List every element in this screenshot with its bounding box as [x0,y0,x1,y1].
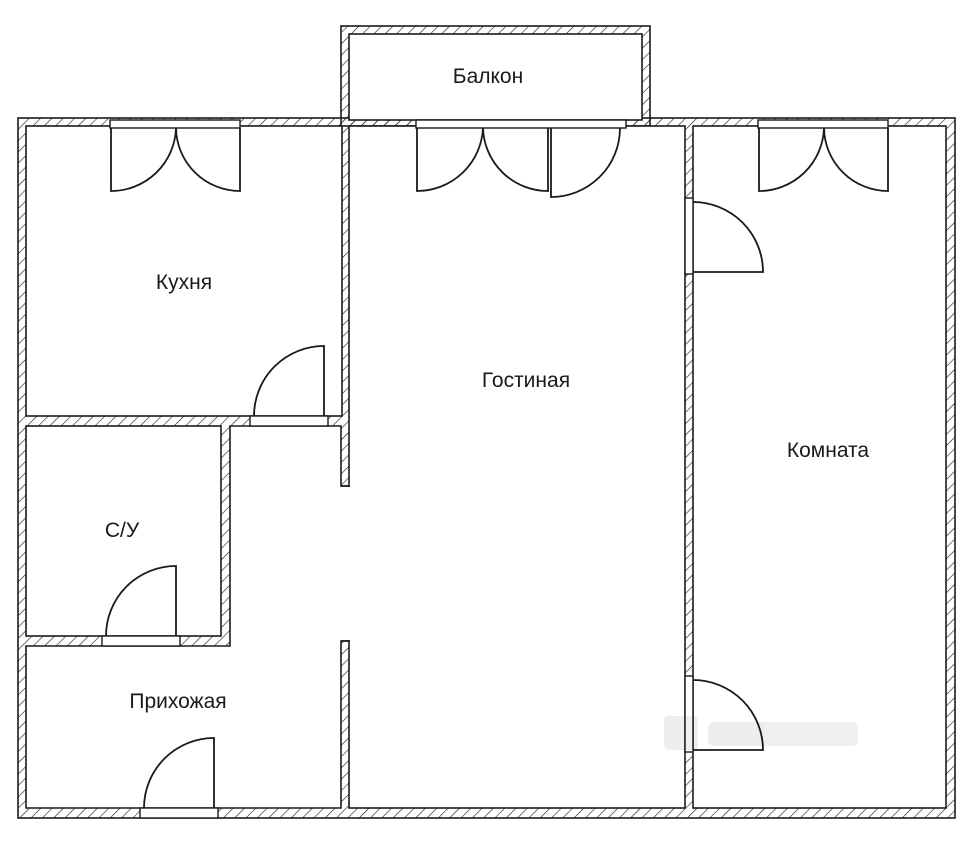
room-labels: Балкон Кухня Гостиная Комната С/У Прихож… [105,65,870,713]
balcony-door-leaf [550,127,621,198]
bathroom-label: С/У [105,519,140,542]
room-window-sash-left [758,127,825,192]
living-window [415,119,627,129]
room-door-upper [692,201,764,273]
balcony-label: Балкон [453,65,523,88]
room-interiors [25,33,947,809]
kitchen-label: Кухня [156,271,212,294]
room-label: Комната [787,439,870,462]
kitchen-area [25,125,343,417]
watermark-logo [664,716,858,750]
room-window-sash-right [823,127,889,192]
entrance-door [143,737,215,809]
bathroom-door [105,565,177,637]
hallway-label: Прихожая [129,690,226,713]
balcony-area [348,33,643,121]
room-window [757,119,889,129]
windows [109,119,889,129]
window-casements [110,127,889,198]
kitchen-window-sash-right [175,127,241,192]
room-door-lower [692,679,764,751]
living-area [348,125,686,809]
kitchen-door [253,345,325,417]
doors [101,197,764,819]
kitchen-window [109,119,241,129]
hallway-living-opening [340,485,351,642]
living-window-sash-left [416,127,484,192]
living-window-sash-right [482,127,549,192]
room-area [692,125,947,809]
kitchen-window-sash-left [110,127,177,192]
living-label: Гостиная [482,369,570,392]
